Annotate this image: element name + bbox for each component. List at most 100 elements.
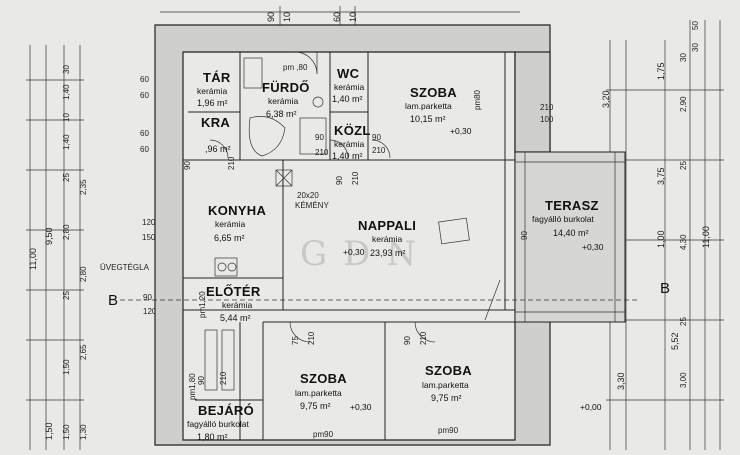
dim-left-inner-8: 2,80 [62, 224, 71, 240]
dim-right-inner-4: 4,30 [679, 234, 688, 250]
room-name-eloter: ELŐTÉR [206, 284, 261, 299]
dim-right-4: 1,00 [656, 230, 666, 248]
dim-right-7: 5,52 [670, 332, 680, 350]
elev-outside: +0,00 [580, 402, 602, 412]
dim-right-6: 11,00 [701, 226, 711, 248]
pm-left-2: pm1,80 [188, 373, 197, 400]
room-floor-szoba-right: lam.parketta [422, 380, 469, 390]
glass-block-label: ÜVEGTÉGLA [100, 263, 150, 272]
door-dim-16: 210 [219, 371, 228, 385]
door-dim-5: 90 [335, 176, 344, 185]
room-name-tar: TÁR [203, 70, 231, 85]
room-name-wc: WC [337, 66, 360, 81]
room-name-szoba-left: SZOBA [300, 371, 347, 386]
pm-bot-2: pm90 [438, 426, 459, 435]
elev-nappali: +0,30 [343, 247, 365, 257]
room-floor-kozl: kerámia [334, 139, 365, 149]
door-dimension-labels: 90 210 90 210 90 210 90 210 75 210 90 21… [183, 103, 554, 385]
dim-left-inner-5: 25 [62, 173, 71, 182]
room-area-kamra: ,96 m² [205, 144, 231, 154]
dim-left2-7: 90 [143, 293, 152, 302]
dim-right-inner-8: 50 [691, 21, 700, 30]
room-area-eloter: 5,44 m² [220, 313, 251, 323]
dim-left-inner-6: 2,35 [79, 179, 88, 195]
dim-left2-8: 120 [143, 307, 157, 316]
dim-left-inner-2: 1,40 [62, 84, 71, 100]
room-floor-konyha: kerámia [215, 219, 246, 229]
room-floor-bejaro: fagyálló burkolat [187, 419, 250, 429]
door-dim-15: 100 [540, 115, 554, 124]
room-floor-nappali: kerámia [372, 234, 403, 244]
room-area-bejaro: 1,80 m² [197, 432, 228, 442]
pm-bot-1: pm90 [313, 430, 334, 439]
door-dim-3: 90 [315, 133, 324, 142]
dim-right-2: 3,20 [601, 90, 611, 108]
door-dim-12: 210 [419, 331, 428, 345]
pm-left-1: pm1,20 [198, 291, 207, 318]
room-name-nappali: NAPPALI [358, 218, 416, 233]
room-name-kamra: KRA [201, 115, 230, 130]
room-floor-terasz: fagyálló burkolat [532, 214, 595, 224]
room-floor-tar: kerámia [197, 86, 228, 96]
dim-top-3: 60 [332, 12, 342, 22]
pm-top-1: pm ,80 [283, 63, 308, 72]
dim-right-inner-1: 30 [679, 53, 688, 62]
door-dim-2: 210 [227, 156, 236, 170]
dim-top-2: 10 [282, 12, 292, 22]
dim-left2-5: 120 [142, 218, 156, 227]
room-area-furdo: 6,38 m² [266, 109, 297, 119]
dim-left2-6: 150 [142, 233, 156, 242]
dim-top-1: 90 [266, 12, 276, 22]
door-dim-7: 90 [372, 133, 381, 142]
room-area-szoba-left: 9,75 m² [300, 401, 331, 411]
dim-right-5: 3,30 [616, 372, 626, 390]
door-dim-10: 210 [307, 331, 316, 345]
room-area-szoba-right: 9,75 m² [431, 393, 462, 403]
room-area-szoba-top: 10,15 m² [410, 114, 446, 124]
dim-left2-2: 60 [140, 91, 149, 100]
room-area-wc: 1,40 m² [332, 94, 363, 104]
room-name-bejaro: BEJÁRÓ [198, 403, 254, 418]
dim-right-inner-3: 25 [679, 161, 688, 170]
room-area-nappali: 23,93 m² [370, 248, 406, 258]
room-area-kozl: 1,40 m² [332, 151, 363, 161]
dim-right-inner-6: 3,00 [679, 372, 688, 388]
dim-right-3: 3,75 [656, 167, 666, 185]
dim-right-inner-2: 2,90 [679, 96, 688, 112]
door-dim-13: 90 [520, 231, 529, 240]
dim-left-inner-18: 1,30 [79, 424, 88, 440]
dimension-texts: 90 10 60 10 11,00 9,50 1,50 30 1,40 10 1… [28, 12, 711, 440]
room-name-terasz: TERASZ [545, 198, 599, 213]
watermark-gdn: GDN [300, 234, 432, 274]
room-name-konyha: KONYHA [208, 203, 266, 218]
door-dim-8: 210 [372, 146, 386, 155]
dim-left-inner-1: 30 [62, 65, 71, 74]
section-b-left: B [108, 292, 118, 309]
chimney-size: 20x20 [297, 191, 319, 200]
dim-left-inner-12: 1,50 [62, 359, 71, 375]
room-floor-furdo: kerámia [268, 96, 299, 106]
dim-left2-1: 60 [140, 75, 149, 84]
doors [209, 51, 501, 343]
dim-left-outer-2: 9,50 [44, 227, 54, 245]
dim-left2-3: 60 [140, 129, 149, 138]
dim-left-inner-11: 25 [62, 291, 71, 300]
door-dim-6: 210 [351, 171, 360, 185]
section-line: B B [108, 280, 670, 309]
pm-top-2: pm80 [473, 89, 482, 110]
room-floor-wc: kerámia [334, 82, 365, 92]
section-b-right: B [660, 280, 670, 297]
walls [154, 24, 551, 446]
room-floor-szoba-left: lam.parketta [295, 388, 342, 398]
dim-left2-4: 60 [140, 145, 149, 154]
door-dim-4: 210 [315, 148, 329, 157]
room-area-konyha: 6,65 m² [214, 233, 245, 243]
room-area-terasz: 14,40 m² [553, 228, 589, 238]
door-dim-17: 90 [197, 376, 206, 385]
room-name-szoba-top: SZOBA [410, 85, 457, 100]
dim-left-inner-4: 1,40 [62, 134, 71, 150]
dim-left-outer-1: 11,00 [28, 248, 38, 270]
door-dim-11: 90 [403, 336, 412, 345]
dim-right-inner-5: 25 [679, 317, 688, 326]
